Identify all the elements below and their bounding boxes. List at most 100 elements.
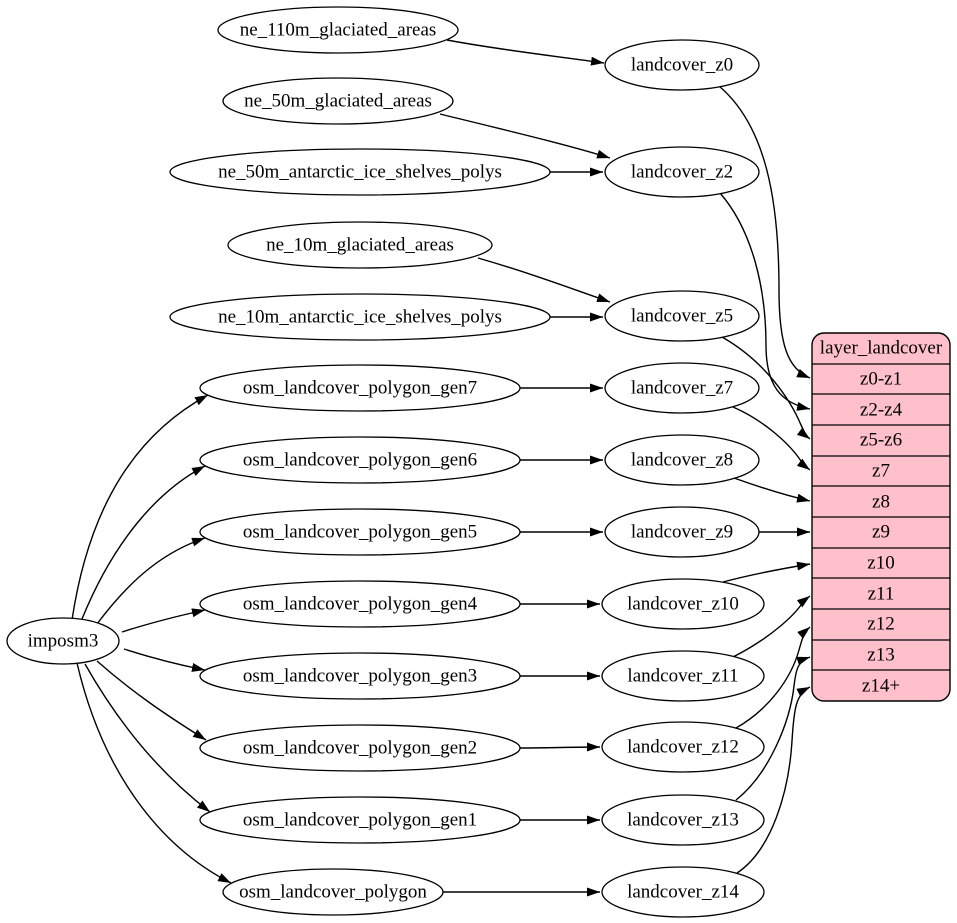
node-label: osm_landcover_polygon_gen4 [243, 594, 478, 615]
node-osm_landcover_polygon_gen4: osm_landcover_polygon_gen4 [199, 580, 521, 628]
node-label: landcover_z12 [627, 737, 739, 758]
node-label: osm_landcover_polygon_gen2 [243, 738, 477, 759]
node-label: osm_landcover_polygon_gen1 [243, 810, 477, 831]
node-landcover_z12: landcover_z12 [601, 721, 765, 773]
node-ellipse [601, 650, 765, 702]
record-row-z14: z14+ [862, 676, 900, 697]
record-row-z7: z7 [872, 461, 890, 482]
node-osm_landcover_polygon_gen7: osm_landcover_polygon_gen7 [199, 364, 521, 412]
edge-gen2-z12 [519, 742, 601, 752]
node-label: osm_landcover_polygon [239, 882, 427, 903]
node-ne_10m_antarctic_ice_shelves_polys: ne_10m_antarctic_ice_shelves_polys [169, 293, 551, 341]
node-label: landcover_z8 [631, 450, 733, 471]
node-landcover_z5: landcover_z5 [604, 290, 760, 342]
node-ellipse [601, 866, 765, 918]
node-landcover_z10: landcover_z10 [601, 578, 765, 630]
node-ellipse [199, 364, 521, 412]
edge-z12-row-z12 [735, 626, 811, 729]
node-label: landcover_z13 [627, 810, 739, 831]
edge-z8-row-z8 [733, 477, 811, 503]
node-label: landcover_z0 [631, 55, 733, 76]
edge-ne10mglaciated-z5 [477, 257, 611, 303]
node-label: ne_10m_antarctic_ice_shelves_polys [218, 307, 502, 328]
node-ellipse [227, 221, 493, 269]
record-row-z5-z6: z5-z6 [860, 430, 902, 451]
node-ne_110m_glaciated_areas: ne_110m_glaciated_areas [217, 6, 459, 54]
node-ne_50m_glaciated_areas: ne_50m_glaciated_areas [222, 77, 454, 125]
edge-imposm3-gen7 [71, 394, 209, 621]
record-row-z13: z13 [867, 645, 894, 666]
node-ellipse [604, 434, 760, 486]
node-ellipse [601, 578, 765, 630]
node-ellipse [604, 146, 760, 198]
node-osm_landcover_polygon_gen1: osm_landcover_polygon_gen1 [199, 796, 521, 844]
node-label: landcover_z2 [631, 162, 733, 183]
edge-z7-row-z7 [732, 406, 811, 471]
node-ellipse [199, 796, 521, 844]
node-label: osm_landcover_polygon_gen7 [243, 378, 477, 399]
node-ellipse [199, 652, 521, 700]
node-osm_landcover_polygon_gen6: osm_landcover_polygon_gen6 [199, 436, 521, 484]
edge-imposm3-gen1 [84, 663, 211, 813]
node-label: landcover_z7 [631, 378, 733, 399]
node-ellipse [222, 868, 444, 916]
edge-z14-row-z14 [736, 686, 811, 874]
node-ellipse [604, 290, 760, 342]
node-label: landcover_z11 [627, 666, 738, 687]
node-ellipse [604, 506, 760, 558]
node-ellipse [604, 39, 760, 91]
node-ellipse [222, 77, 454, 125]
node-landcover_z11: landcover_z11 [601, 650, 765, 702]
node-ne_10m_glaciated_areas: ne_10m_glaciated_areas [227, 221, 493, 269]
edge-imposm3-polygon [76, 662, 232, 884]
node-ellipse [6, 617, 120, 665]
node-landcover_z2: landcover_z2 [604, 146, 760, 198]
node-ellipse [601, 794, 765, 846]
edge-imposm3-gen4 [121, 608, 206, 633]
edge-z5-row-z5z6 [721, 336, 811, 440]
record-row-z10: z10 [867, 553, 894, 574]
edge-ne110mglaciated-z0 [446, 39, 605, 66]
node-label: landcover_z5 [631, 306, 733, 327]
record-row-z8: z8 [872, 492, 890, 513]
node-ellipse [199, 436, 521, 484]
node-landcover_z13: landcover_z13 [601, 794, 765, 846]
node-label: landcover_z9 [631, 522, 733, 543]
record-row-z0-z1: z0-z1 [860, 369, 902, 390]
nodes-group: imposm3 ne_110m_glaciated_areas ne_50m_g… [6, 6, 765, 918]
node-label: landcover_z10 [627, 594, 739, 615]
edge-z2-row-z2z4 [719, 192, 811, 411]
node-label: landcover_z14 [627, 882, 739, 903]
node-landcover_z0: landcover_z0 [604, 39, 760, 91]
node-ne_50m_antarctic_ice_shelves_polys: ne_50m_antarctic_ice_shelves_polys [169, 148, 551, 196]
edge-imposm3-gen6 [81, 465, 206, 620]
edge-imposm3-gen5 [96, 537, 206, 625]
node-label: ne_50m_antarctic_ice_shelves_polys [218, 162, 502, 183]
node-label: ne_110m_glaciated_areas [240, 20, 437, 41]
node-osm_landcover_polygon: osm_landcover_polygon [222, 868, 444, 916]
node-ellipse [199, 724, 521, 772]
node-ellipse [601, 721, 765, 773]
edge-z10-row-z10 [722, 561, 811, 583]
node-osm_landcover_polygon_gen2: osm_landcover_polygon_gen2 [199, 724, 521, 772]
edge-ne50mglaciated-z2 [439, 113, 611, 159]
node-label: osm_landcover_polygon_gen6 [243, 450, 477, 471]
node-landcover_z8: landcover_z8 [604, 434, 760, 486]
record-title: layer_landcover [820, 338, 943, 359]
node-label: osm_landcover_polygon_gen5 [243, 522, 477, 543]
edge-z0-row-z0z1 [718, 85, 811, 379]
node-label: ne_50m_glaciated_areas [244, 91, 432, 112]
node-label: osm_landcover_polygon_gen3 [243, 666, 477, 687]
node-ellipse [604, 362, 760, 414]
node-ellipse [169, 148, 551, 196]
edges-group [71, 39, 811, 897]
edge-z13-row-z13 [735, 656, 811, 801]
edge-imposm3-gen2 [96, 660, 207, 741]
node-ellipse [217, 6, 459, 54]
edge-z11-row-z11 [732, 595, 811, 658]
node-imposm3: imposm3 [6, 617, 120, 665]
node-landcover_z9: landcover_z9 [604, 506, 760, 558]
node-ellipse [169, 293, 551, 341]
